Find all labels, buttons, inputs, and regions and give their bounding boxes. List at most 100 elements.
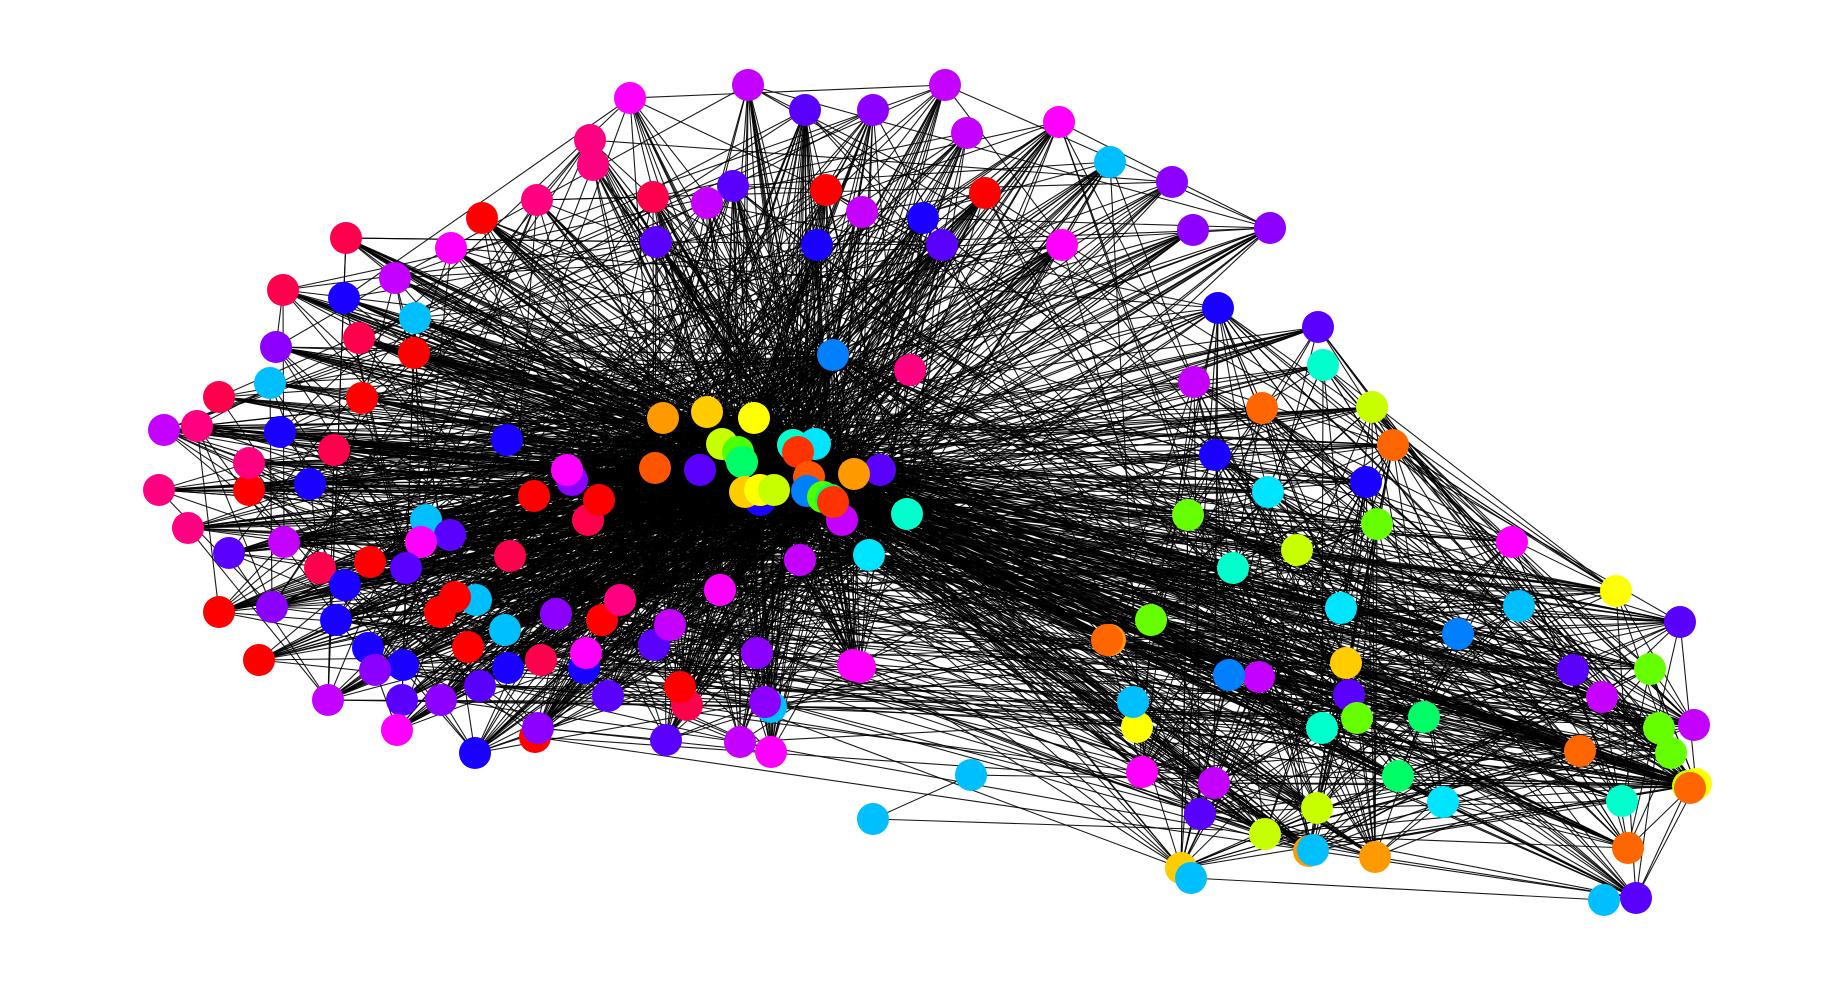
graph-edge [196, 425, 1215, 784]
right-cluster-node [1496, 526, 1528, 558]
graph-edge [1356, 717, 1376, 858]
graph-edge [589, 139, 1318, 809]
left-cluster-node [492, 652, 524, 684]
graph-edge [906, 513, 1314, 851]
graph-edge [737, 244, 1063, 453]
graph-edge [587, 519, 655, 646]
left-cluster-node [148, 414, 180, 446]
left-cluster-node [654, 609, 686, 641]
graph-edge [706, 381, 1195, 413]
graph-edge [282, 241, 657, 291]
left-cluster-node [521, 184, 553, 216]
graph-edge [425, 519, 1201, 815]
right-cluster-node [1655, 737, 1687, 769]
graph-edge [506, 132, 968, 441]
right-cluster-node [1356, 391, 1388, 423]
graph-edge [1376, 523, 1695, 726]
graph-edge [1214, 454, 1367, 483]
left-cluster-node [691, 187, 723, 219]
node-layer [143, 69, 1712, 916]
graph-edge [792, 444, 1617, 592]
graph-edge [607, 676, 1260, 697]
graph-edge [1058, 121, 1260, 678]
outlier-node [1175, 862, 1207, 894]
graph-edge [825, 189, 1367, 483]
right-cluster-node [1503, 590, 1535, 622]
core-node [647, 402, 679, 434]
graph-edge [759, 489, 1182, 869]
left-cluster-node [491, 424, 523, 456]
left-cluster-node [522, 712, 554, 744]
left-cluster-node [459, 737, 491, 769]
graph-edge [1511, 541, 1651, 670]
right-cluster-node [1325, 592, 1357, 624]
left-cluster-node [268, 526, 300, 558]
graph-edge [797, 451, 1182, 869]
graph-edge [449, 534, 1201, 815]
core-node [738, 402, 770, 434]
graph-edge [1312, 775, 1399, 851]
graph-edge [1193, 381, 1367, 483]
left-cluster-node [143, 474, 175, 506]
left-cluster-node [343, 322, 375, 354]
graph-edge [706, 121, 1060, 413]
left-cluster-node [969, 177, 1001, 209]
left-cluster-node [439, 581, 471, 613]
right-cluster-node [1586, 681, 1618, 713]
left-cluster-node [732, 69, 764, 101]
graph-edge [533, 121, 1060, 497]
graph-edge [1187, 514, 1691, 789]
left-cluster-node [399, 302, 431, 334]
right-cluster-node [1382, 760, 1414, 792]
graph-edge [309, 406, 1373, 485]
left-cluster-node [784, 544, 816, 576]
graph-edge [592, 164, 755, 419]
graph-edge [970, 774, 1209, 780]
graph-edge [344, 584, 539, 729]
left-cluster-node [243, 644, 275, 676]
left-cluster-node [203, 381, 235, 413]
graph-edge [652, 196, 721, 591]
left-cluster-node [264, 416, 296, 448]
left-cluster-node [604, 584, 636, 616]
graph-edge [822, 192, 986, 498]
graph-edge [534, 736, 1637, 899]
graph-edge [228, 317, 416, 554]
graph-edge [1397, 775, 1691, 789]
left-cluster-node [570, 637, 602, 669]
outlier-node [857, 803, 889, 835]
graph-edge [344, 584, 456, 598]
graph-edge [654, 467, 801, 561]
graph-edge [879, 244, 1063, 471]
graph-edge [218, 396, 723, 445]
graph-edge [909, 369, 1637, 899]
core-node [691, 396, 723, 428]
graph-edge [706, 244, 818, 413]
left-cluster-node [256, 591, 288, 623]
graph-edge [1106, 639, 1266, 835]
graph-edge [792, 326, 1319, 446]
right-cluster-node [1213, 659, 1245, 691]
right-cluster-node [1184, 798, 1216, 830]
left-cluster-node [1177, 214, 1209, 246]
left-cluster-node [741, 637, 773, 669]
right-cluster-node [1135, 604, 1167, 636]
graph-edge [258, 519, 843, 661]
graph-edge [1109, 161, 1195, 383]
left-cluster-node [640, 226, 672, 258]
right-cluster-node [1217, 552, 1249, 584]
graph-edge [218, 396, 404, 666]
graph-edge [706, 202, 834, 356]
left-cluster-node [1046, 229, 1078, 261]
left-cluster-node [464, 670, 496, 702]
right-cluster-node [1350, 466, 1382, 498]
graph-edge [719, 567, 1234, 591]
left-cluster-node [203, 596, 235, 628]
graph-edge [732, 185, 1444, 803]
right-cluster-node [1643, 712, 1675, 744]
left-cluster-node [425, 684, 457, 716]
graph-edge [583, 514, 1189, 669]
graph-edge [655, 241, 1358, 719]
left-cluster-node [330, 222, 362, 254]
